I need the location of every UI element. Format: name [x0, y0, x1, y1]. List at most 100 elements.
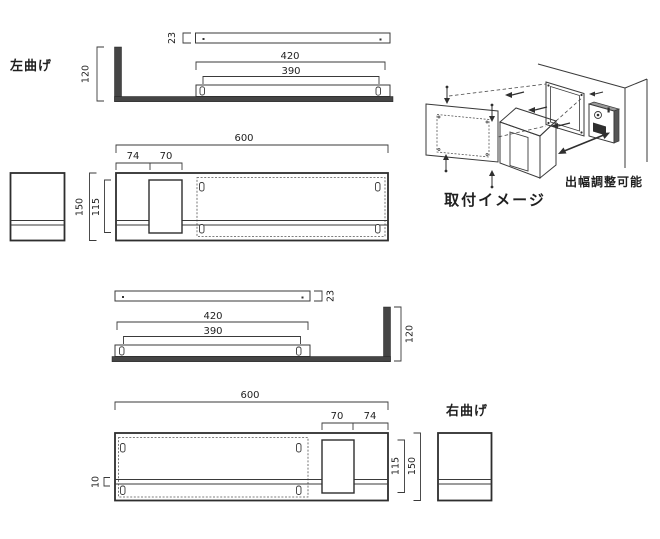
slide-bracket	[148, 179, 183, 234]
intercom-side	[613, 108, 620, 144]
slot-hole	[199, 182, 205, 192]
dim-bracket-120	[96, 46, 104, 102]
mount-frame-inner	[550, 85, 580, 132]
dim-label-74: 74	[127, 151, 140, 162]
bend-base	[111, 356, 391, 362]
dim-bracket-600	[115, 144, 389, 153]
frame-screw-hole	[547, 84, 550, 87]
dim-label-150: 150	[75, 198, 86, 216]
dim-bracket-390	[123, 336, 301, 344]
bend-base	[114, 96, 394, 102]
dim-bracket-10	[103, 477, 110, 487]
plate-corner-hole	[437, 148, 441, 151]
wall	[537, 63, 648, 168]
slot-strip	[114, 344, 311, 357]
slot-hole	[199, 86, 205, 96]
plate-mark-left	[202, 38, 205, 40]
front-plate	[425, 103, 499, 163]
slot-hole	[120, 485, 126, 495]
dim-bracket-150	[89, 172, 97, 241]
slot-hole	[296, 346, 302, 356]
cover-box-window	[509, 131, 529, 172]
right-bend-side-view	[437, 432, 493, 502]
left-bend-label: 左曲げ	[10, 58, 52, 74]
dim-label-120: 120	[81, 65, 92, 83]
dim-label-150: 150	[407, 457, 418, 475]
slot-hole	[375, 86, 381, 96]
plate-mark-right	[379, 38, 382, 41]
dim-bracket-150	[413, 432, 421, 501]
dim-label-10: 10	[91, 476, 102, 488]
intercom-camera-lens	[596, 113, 600, 117]
bend-flange	[383, 306, 391, 362]
slot-hole	[119, 346, 125, 356]
top-plate	[114, 290, 311, 302]
slot-hole	[296, 443, 302, 453]
left-bend-plan-view: 23 420 390 120	[81, 32, 394, 102]
plate-corner-hole	[485, 120, 489, 124]
right-bend-label: 右曲げ	[445, 403, 488, 419]
right-bend-front-view: 600 70 74 10 115 150	[91, 390, 421, 502]
screw-down-right	[489, 103, 495, 122]
side-outline	[9, 172, 66, 242]
dim-label-74: 74	[364, 411, 377, 422]
mount-frame-outer	[545, 81, 585, 137]
plate-corner-hole	[437, 115, 441, 119]
dim-bracket-115	[104, 179, 111, 233]
adjustable-plate-hidden	[118, 437, 309, 498]
slot-hole	[199, 224, 205, 234]
plate-mark-right	[301, 296, 304, 299]
bend-flange	[114, 46, 122, 102]
plate-corner-hole	[485, 153, 489, 156]
dim-bracket-420	[116, 321, 309, 330]
dim-bracket-420	[195, 61, 386, 70]
dim-label-600: 600	[234, 133, 253, 144]
dim-bracket-600	[114, 401, 389, 410]
dim-label-115: 115	[391, 457, 402, 475]
dim-bracket-23	[314, 290, 323, 302]
depth-adjust-arrow	[558, 132, 610, 154]
mount-illustration: 出幅調整可能 取付イメージ	[425, 63, 648, 209]
left-bend-front-view: 600 74 70 150 115	[75, 133, 389, 242]
slot-hole	[375, 182, 381, 192]
wall-fixing-arrow	[589, 91, 604, 97]
plate-mark-left	[122, 296, 124, 298]
dim-label-420: 420	[280, 51, 299, 62]
alignment-dashes	[448, 83, 584, 148]
adjustable-plate-hidden	[196, 177, 386, 237]
dim-bracket-120	[394, 306, 402, 362]
dim-label-120: 120	[405, 325, 416, 343]
frame-screw-hole	[580, 93, 583, 97]
right-bend-plan-view: 23 420 390 120	[111, 290, 416, 362]
dim-bracket-74-70	[115, 162, 183, 170]
intercom-body	[588, 103, 615, 144]
dim-label-390: 390	[203, 326, 222, 337]
slot-hole	[120, 443, 126, 453]
dim-bracket-70-74	[321, 422, 389, 430]
fixing-arrow	[551, 122, 571, 129]
dim-label-390: 390	[281, 66, 300, 77]
slot-hole	[375, 224, 381, 234]
dim-label-420: 420	[203, 311, 222, 322]
dim-label-23: 23	[167, 32, 178, 44]
mount-caption: 取付イメージ	[444, 191, 546, 209]
slide-bracket	[321, 439, 355, 494]
depth-adjust-note: 出幅調整可能	[565, 174, 643, 189]
top-plate	[195, 32, 391, 44]
slot-strip	[195, 84, 391, 97]
screw-up-left	[443, 154, 449, 173]
side-outline	[437, 432, 493, 502]
screw-up-right	[489, 170, 495, 189]
intercom-indicator	[607, 107, 610, 113]
dim-label-70: 70	[160, 151, 173, 162]
dim-bracket-115	[397, 439, 405, 493]
dim-label-600: 600	[240, 390, 259, 401]
frame-screw-hole	[547, 121, 550, 125]
frame-screw-hole	[580, 131, 583, 134]
dim-bracket-390	[202, 76, 380, 84]
dim-label-23: 23	[326, 290, 337, 302]
left-bend-side-view	[9, 172, 66, 242]
dim-label-115: 115	[91, 198, 102, 216]
dim-bracket-23	[182, 32, 191, 44]
